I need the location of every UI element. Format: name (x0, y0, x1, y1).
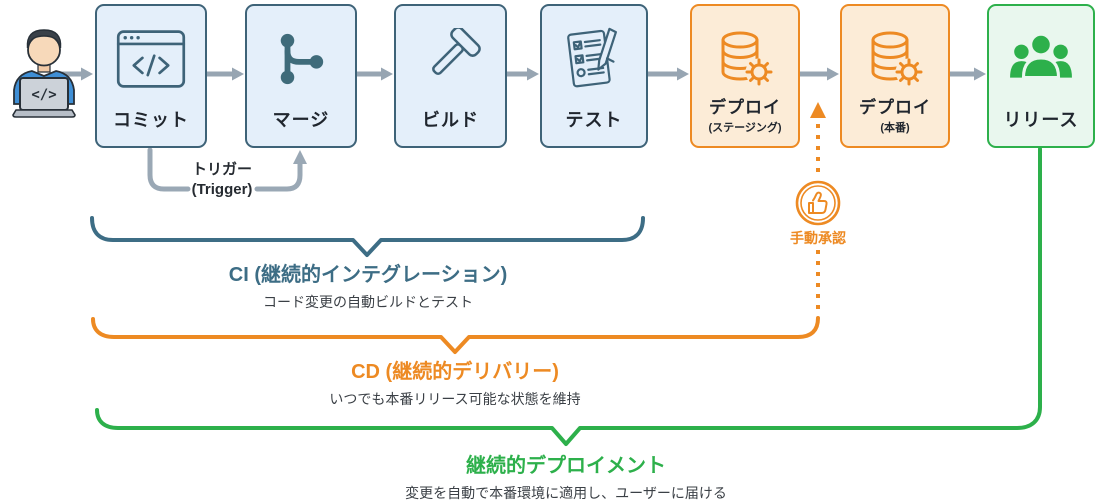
node-label: テスト (565, 110, 623, 130)
node-label: デプロイ (859, 98, 931, 117)
database-gear-icon (692, 14, 798, 104)
pipeline-node-merge: マージ (245, 4, 357, 148)
checklist-icon (542, 14, 646, 104)
node-label: リリース (1003, 110, 1079, 130)
trigger-label-line1: トリガー (191, 161, 252, 178)
flow-arrow (648, 67, 689, 81)
node-label: デプロイ (709, 98, 781, 117)
approval-dotted-arrow (810, 102, 826, 311)
code-window-icon (97, 14, 205, 104)
stage-ci-subtitle: コード変更の自動ビルドとテスト (262, 294, 473, 310)
database-gear-icon (842, 14, 948, 104)
cd-brace (91, 316, 820, 354)
ci-brace (90, 216, 645, 257)
git-branch-icon (247, 14, 355, 104)
pipeline-node-commit: コミット (95, 4, 207, 148)
flow-arrow (207, 67, 244, 81)
node-sublabel: (本番) (880, 122, 910, 134)
pipeline-node-deploy-staging: デプロイ (ステージング) (690, 4, 800, 148)
pipeline-node-build: ビルド (394, 4, 507, 148)
pipeline-node-test: テスト (540, 4, 648, 148)
trigger-label-line2: (Trigger) (191, 181, 253, 198)
stage-cd-subtitle: いつでも本番リリース可能な状態を維持 (329, 391, 581, 407)
stage-continuous-deployment: 継続的デプロイメント 変更を自動で本番環境に適用し、ユーザーに届ける (405, 449, 727, 503)
users-icon (989, 14, 1093, 104)
trigger-label: トリガー (Trigger) (192, 160, 253, 200)
flow-arrow (357, 67, 393, 81)
pipeline-node-release: リリース (987, 4, 1095, 148)
laptop-base (12, 109, 76, 118)
stage-cd: CD (継続的デリバリー) いつでも本番リリース可能な状態を維持 (329, 355, 580, 409)
stage-continuous-deployment-title: 継続的デプロイメント (466, 455, 666, 477)
developer-avatar: </> (4, 24, 84, 125)
flow-arrows (58, 67, 986, 81)
laptop-code-glyph: </> (31, 87, 56, 103)
flow-arrow (950, 67, 986, 81)
thumbs-up-icon (795, 180, 841, 226)
deployment-brace (95, 147, 1042, 446)
stage-continuous-deployment-subtitle: 変更を自動で本番環境に適用し、ユーザーに届ける (405, 485, 727, 501)
hammer-icon (396, 14, 505, 104)
stage-cd-title: CD (継続的デリバリー) (351, 361, 559, 383)
manual-approval-label: 手動承認 (790, 230, 846, 246)
flow-arrow (507, 67, 539, 81)
node-label: コミット (113, 110, 189, 130)
dev-hair (26, 29, 62, 49)
pipeline-node-deploy-production: デプロイ (本番) (840, 4, 950, 148)
trigger-arrow (147, 147, 307, 192)
node-label: マージ (272, 110, 330, 130)
node-label: ビルド (422, 110, 479, 130)
node-sublabel: (ステージング) (708, 122, 782, 134)
stage-ci: CI (継続的インテグレーション) コード変更の自動ビルドとテスト (229, 258, 507, 312)
flow-arrow (800, 67, 839, 81)
stage-ci-title: CI (継続的インテグレーション) (228, 264, 508, 286)
